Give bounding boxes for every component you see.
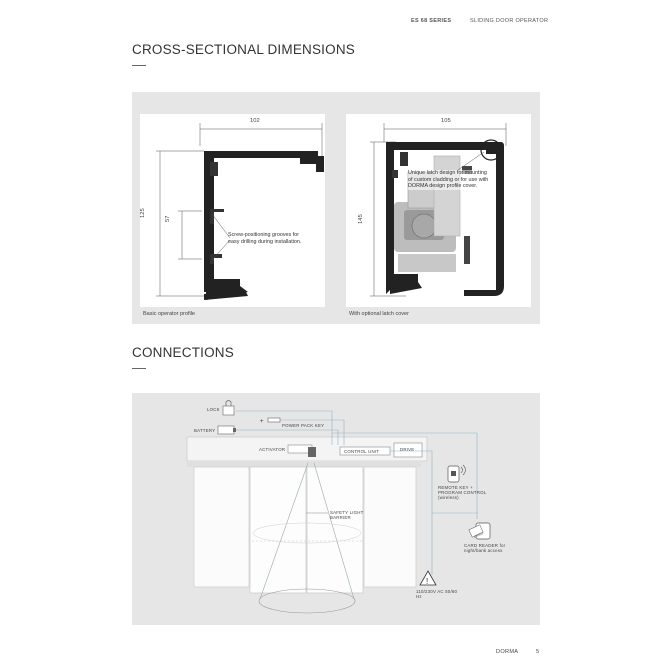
control-unit-label: CONTROL UNIT (344, 449, 380, 454)
product-label: SLIDING DOOR OPERATOR (470, 18, 549, 24)
series-label: ES 68 SERIES (411, 18, 452, 24)
safety-light-barrier-label: SAFETY LIGHT BARRIER (330, 510, 364, 521)
card-reader-label: CARD READER for night/bank access (464, 543, 506, 554)
page-number: 5 (536, 649, 540, 655)
latch-profile-card: 105 145 (346, 114, 531, 307)
drive-label: DRIVE (400, 447, 415, 452)
section-title-connections: CONNECTIONS (132, 345, 234, 360)
power-supply-label: 110/230V AC 50/60 Hz (416, 589, 458, 600)
lock-label: LOCK (207, 407, 220, 412)
connections-diagram: + ! (186, 400, 491, 614)
dimensions-panel: 102 125 57 Screw-positioning grooves for… (132, 92, 540, 324)
basic-width-label: 102 (250, 118, 260, 124)
section-rule (132, 65, 146, 66)
remote-key-label: REMOTE KEY + PROGRAM CONTROL (wireless) (438, 485, 487, 501)
basic-profile-note: Screw-positioning grooves for easy drill… (228, 232, 302, 245)
latch-profile-note: Unique latch design for mounting of cust… (408, 170, 492, 190)
basic-profile-card: 102 125 57 Screw-positioning grooves for… (140, 114, 325, 307)
power-pack-key-label: POWER PACK KEY (282, 423, 325, 428)
connections-panel: + ! LOCK BATTERY POWER PACK KEY ACTIVATO… (132, 393, 540, 625)
basic-profile-caption: Basic operator profile (143, 311, 195, 317)
footer-brand: DORMA (496, 649, 519, 655)
section-rule-2 (132, 368, 146, 369)
activator-label: ACTIVATOR (259, 447, 286, 452)
battery-label: BATTERY (194, 428, 216, 433)
section-title-dimensions: CROSS-SECTIONAL DIMENSIONS (132, 42, 355, 57)
latch-profile-drawing (370, 123, 507, 297)
latch-width-label: 105 (441, 118, 451, 124)
basic-profile-drawing (156, 123, 324, 300)
svg-text:+: + (260, 419, 264, 425)
latch-profile-caption: With optional latch cover (349, 311, 409, 317)
svg-text:!: ! (426, 577, 428, 586)
